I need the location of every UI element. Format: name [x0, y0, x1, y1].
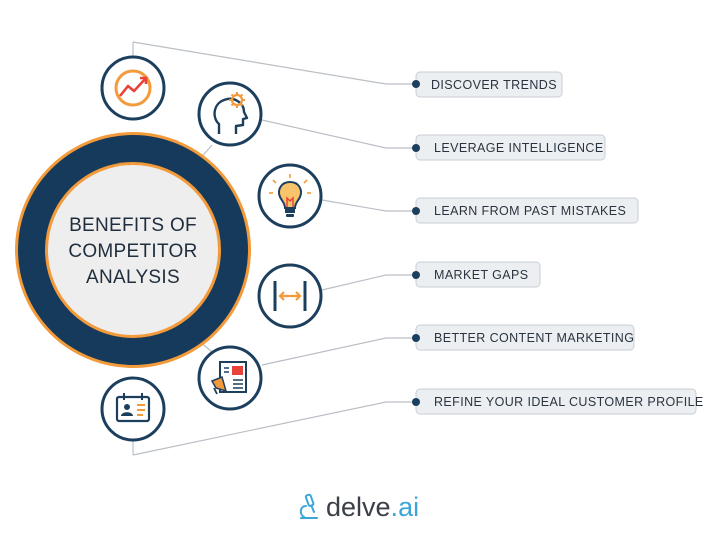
benefit-label-text: REFINE YOUR IDEAL CUSTOMER PROFILE — [434, 395, 704, 409]
benefit-label-text: MARKET GAPS — [434, 268, 528, 282]
megaphone-content-icon — [197, 345, 263, 411]
central-circle: BENEFITS OF COMPETITOR ANALYSIS — [15, 132, 251, 368]
connector-refine-profile — [132, 401, 416, 456]
brand-dot: . — [390, 491, 399, 522]
benefit-label-leverage-intelligence: LEVERAGE INTELLIGENCE — [412, 134, 606, 161]
head-gear-icon — [197, 81, 263, 147]
trend-chart-icon — [100, 55, 166, 121]
brand-tld: ai — [398, 491, 420, 522]
benefit-label-text: DISCOVER TRENDS — [431, 78, 557, 92]
brand-logo: delve.ai — [298, 490, 419, 524]
profile-card-icon — [100, 376, 166, 442]
benefit-label-learn-mistakes: LEARN FROM PAST MISTAKES — [412, 197, 639, 224]
microscope-icon — [299, 493, 318, 519]
benefit-label-discover-trends: DISCOVER TRENDS — [412, 71, 563, 98]
connector-learn-mistakes — [321, 199, 416, 212]
benefit-label-text: LEARN FROM PAST MISTAKES — [434, 204, 626, 218]
benefit-label-refine-profile: REFINE YOUR IDEAL CUSTOMER PROFILE — [412, 388, 704, 415]
connector-content-marketing — [261, 337, 416, 366]
benefit-label-content-marketing: BETTER CONTENT MARKETING — [412, 324, 635, 351]
connector-lines — [132, 41, 416, 456]
connector-discover-trends — [132, 41, 416, 85]
benefit-label-text: LEVERAGE INTELLIGENCE — [434, 141, 604, 155]
center-title-line-1: BENEFITS OF — [69, 215, 197, 236]
benefit-label-market-gaps: MARKET GAPS — [412, 261, 541, 288]
center-title-line-3: ANALYSIS — [86, 267, 180, 288]
connector-leverage-intelligence — [261, 119, 416, 149]
connector-market-gaps — [321, 274, 416, 291]
center-title-line-2: COMPETITOR — [68, 241, 197, 262]
lightbulb-icon — [257, 163, 323, 229]
brand-name: delve — [326, 491, 391, 522]
gap-arrows-icon — [257, 263, 323, 329]
benefit-label-text: BETTER CONTENT MARKETING — [434, 331, 634, 345]
